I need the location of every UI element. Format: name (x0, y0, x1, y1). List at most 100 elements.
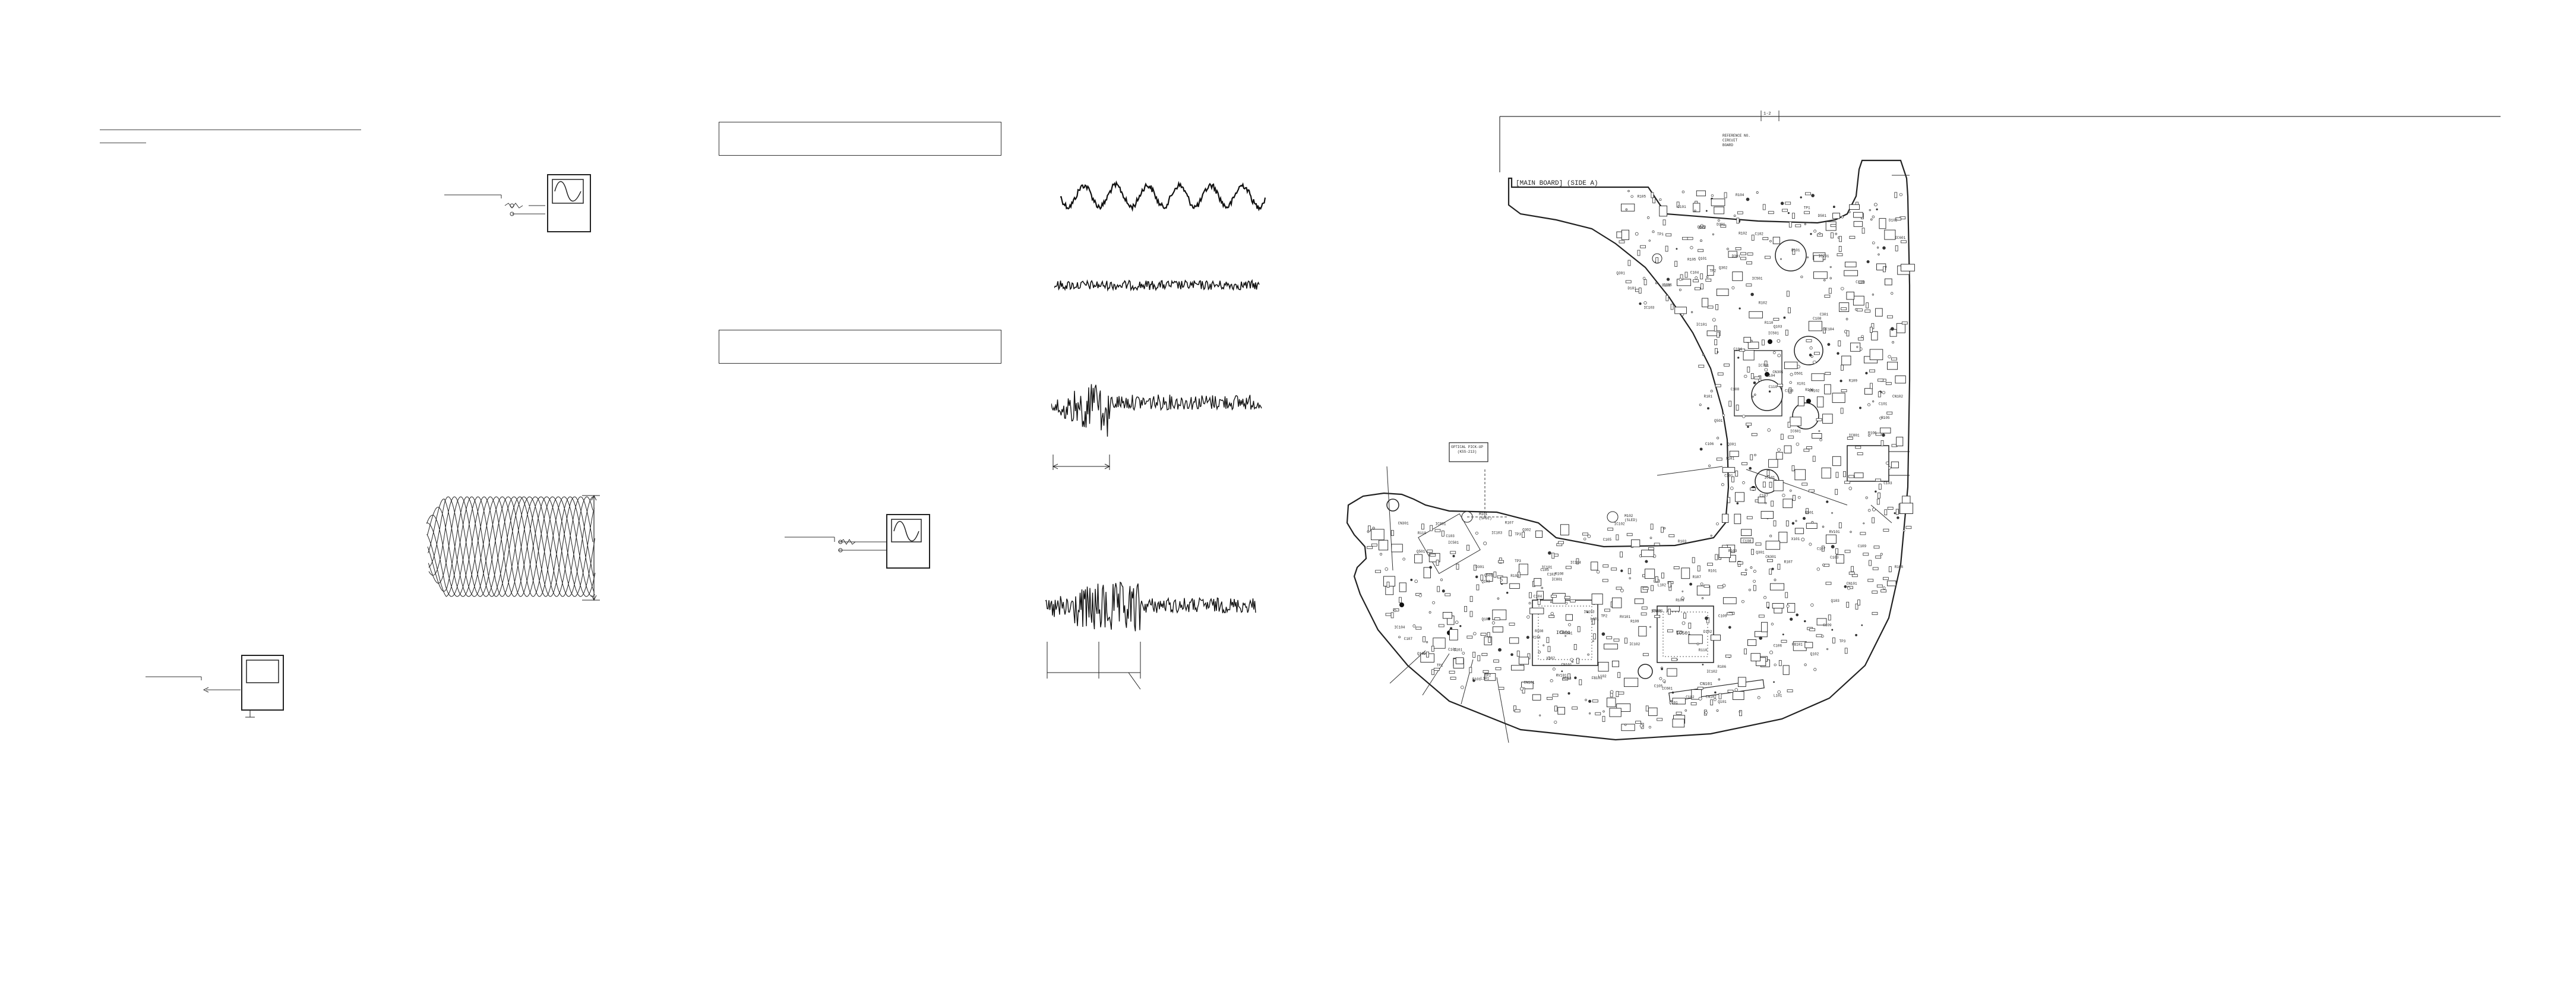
via-pad (1882, 433, 1885, 437)
component-ref-label: CN301 (1772, 370, 1783, 374)
component-ref-label: IC501 (1448, 541, 1459, 545)
smd-component (1875, 433, 1882, 436)
via-pad (1795, 520, 1797, 522)
smd-component (1750, 373, 1754, 379)
smd-component (1714, 325, 1717, 332)
smd-component (1707, 305, 1714, 309)
ic-package (1761, 622, 1768, 632)
via-pad (1498, 648, 1502, 652)
smd-component (1830, 224, 1837, 227)
ic-package (1648, 707, 1658, 716)
smd-component (1516, 651, 1520, 657)
via-pad (1850, 531, 1852, 533)
component-ref-label: IC103 (1643, 306, 1654, 310)
smd-component (1450, 551, 1456, 554)
ic-package (1772, 236, 1780, 244)
via-pad (1500, 579, 1503, 582)
ic-package (1711, 635, 1721, 641)
component-ref-label: D501 (1794, 372, 1803, 376)
via-pad (1714, 691, 1717, 694)
component-ref-label: FB101 (1652, 609, 1663, 613)
ic-package (1811, 373, 1825, 381)
smd-component (1838, 340, 1841, 346)
via-pad (1587, 653, 1589, 656)
smd-component (1603, 564, 1609, 567)
smd-component (1593, 633, 1597, 640)
ic-package (1534, 578, 1542, 586)
smd-component (1483, 670, 1489, 673)
ic-package (1808, 321, 1822, 332)
via-pad (1659, 677, 1662, 680)
component-ref-label: C301 (1820, 313, 1829, 317)
smd-component (1694, 287, 1701, 291)
ic-package (1804, 642, 1813, 648)
ic-package (1631, 539, 1641, 547)
pcb-outline (1346, 159, 1911, 741)
smd-component (1872, 612, 1878, 615)
via-pad (1721, 483, 1724, 487)
via-pad (1876, 247, 1879, 249)
smd-component (1415, 626, 1422, 630)
via-pad (1780, 201, 1784, 206)
smd-component (1466, 635, 1473, 639)
component-ref-label: IC102 (1614, 522, 1625, 526)
component-ref-label: IC801 (1849, 434, 1860, 438)
smd-component (1864, 310, 1871, 313)
smd-component (1617, 672, 1621, 678)
via-pad (1461, 686, 1464, 689)
via-pad (1772, 351, 1776, 354)
smd-component (1548, 615, 1555, 618)
ic-package (1644, 569, 1655, 579)
via-pad (1472, 679, 1475, 682)
smd-component (1393, 608, 1399, 611)
via-pad (1807, 256, 1809, 258)
smd-component (1690, 702, 1697, 705)
smd-component (1652, 197, 1656, 204)
smd-component (1498, 560, 1504, 563)
via-pad (1539, 714, 1541, 717)
via-pad (1550, 601, 1552, 603)
component-ref-label: C106 (1774, 644, 1782, 648)
smd-component (1573, 644, 1577, 650)
component-ref-label: C301 (1564, 631, 1573, 635)
smd-component (1430, 553, 1436, 557)
smd-component (1773, 318, 1780, 321)
smd-component (1665, 295, 1669, 301)
via-pad (1698, 696, 1702, 701)
ic-package (1896, 437, 1904, 446)
component-ref-label: C102 (1755, 232, 1764, 236)
smd-component (1788, 436, 1794, 439)
ic-package (1839, 302, 1850, 312)
smd-component (1670, 304, 1674, 310)
ic-package (1871, 331, 1878, 340)
via-pad (1414, 579, 1418, 583)
via-pad (1560, 630, 1564, 634)
smd-component (1688, 623, 1692, 629)
via-pad (1586, 611, 1589, 613)
smd-component (1616, 534, 1619, 541)
via-pad (1681, 590, 1684, 592)
oscilloscope-diagram-1 (444, 174, 591, 232)
ic-package (1674, 307, 1687, 314)
ic-package (1518, 657, 1529, 665)
ic-package (1794, 469, 1806, 481)
ic-package (1611, 597, 1622, 608)
smd-component (1851, 574, 1858, 578)
smd-component (1821, 545, 1825, 552)
via-pad (1442, 589, 1445, 593)
via-pad (1863, 522, 1865, 525)
smd-component (1625, 280, 1632, 283)
via-pad (1694, 209, 1696, 212)
via-pad (1716, 709, 1719, 712)
via-pad (1588, 699, 1592, 703)
via-pad (1418, 594, 1422, 597)
via-pad (1868, 434, 1870, 437)
component-ref-label: C108 (1813, 317, 1822, 321)
ic-package (1591, 561, 1598, 570)
smd-component (1731, 476, 1735, 482)
ic-package (1797, 396, 1804, 406)
ic-package (1832, 213, 1840, 219)
smd-component (1876, 584, 1883, 588)
reference-note: REFERENCE NO. CIRCUIT BOARD (1722, 134, 1750, 147)
ic-package (1879, 218, 1886, 229)
